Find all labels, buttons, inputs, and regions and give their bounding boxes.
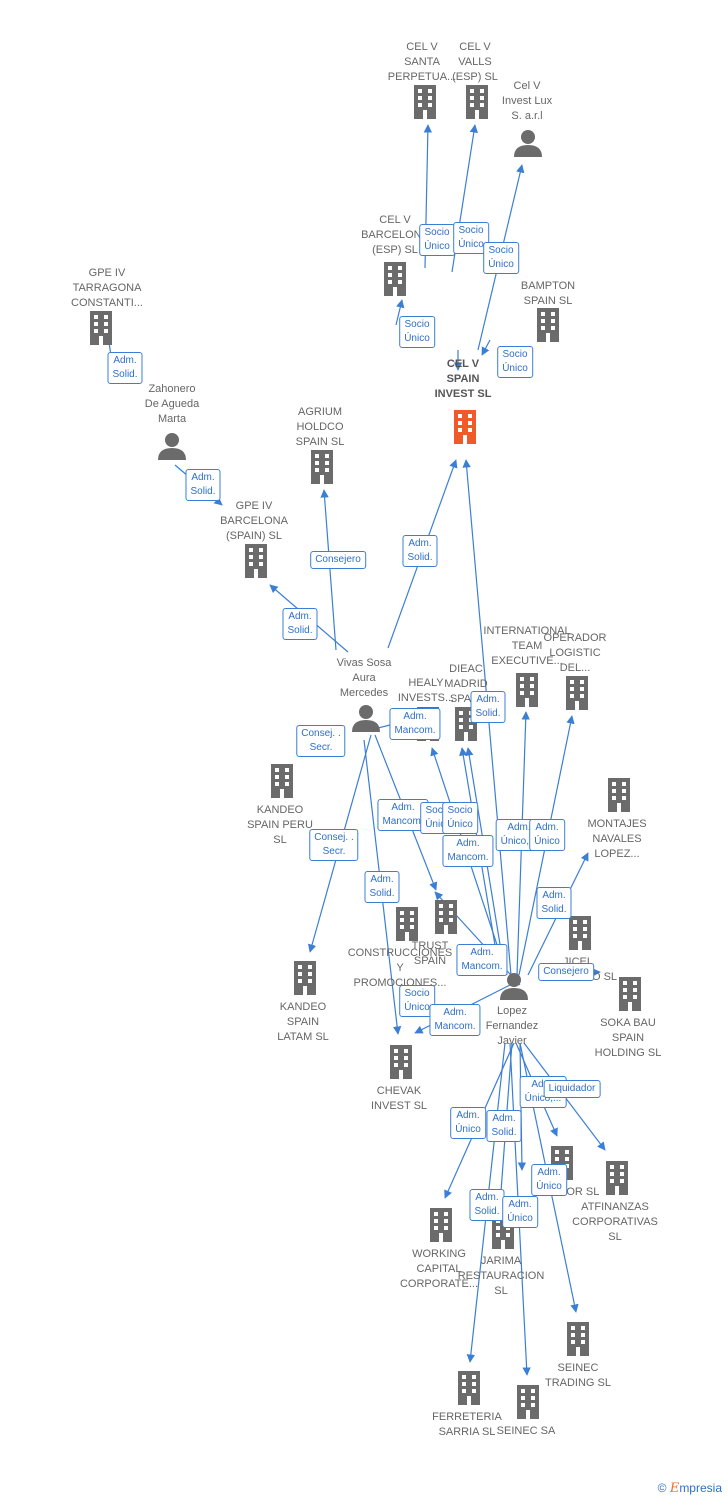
- building-icon[interactable]: [466, 85, 488, 119]
- edge-label-e31: Adm. Único: [531, 1164, 567, 1196]
- building-icon[interactable]: [430, 1208, 452, 1242]
- node-label-montajes[interactable]: MONTAJES NAVALES LOPEZ...: [587, 818, 647, 860]
- node-label-trust[interactable]: TRUST SPAIN: [411, 940, 449, 967]
- brand-name: mpresia: [679, 1481, 722, 1495]
- node-label-gpe-tarragona[interactable]: GPE IV TARRAGONA CONSTANTI...: [71, 267, 143, 309]
- edge-line-7: [320, 489, 337, 651]
- node-label-cel-v-bcn[interactable]: CEL V BARCELONA (ESP) SL: [361, 214, 429, 256]
- node-label-bampton[interactable]: BAMPTON SPAIN SL: [520, 280, 576, 307]
- edge-label-e2: Socio Único: [453, 222, 489, 254]
- node-label-jarima[interactable]: JARIMA RESTAURACION SL: [457, 1255, 545, 1297]
- edge-label-e21: Adm. Solid.: [364, 871, 400, 903]
- node-label-cel-v-lux[interactable]: Cel V Invest Lux S. a.r.l: [501, 80, 553, 122]
- edge-label-e8: Consejero: [310, 551, 366, 569]
- brand-initial: E: [669, 1481, 680, 1496]
- edge-label-e22: Adm. Solid.: [536, 887, 572, 919]
- node-label-seinec-sa[interactable]: SEINEC SA: [496, 1425, 556, 1437]
- edge-label-e19: Adm. Único: [529, 819, 565, 851]
- building-icon[interactable]: [608, 778, 630, 812]
- building-icon[interactable]: [311, 450, 333, 484]
- edge-label-e28: Liquidador: [543, 1080, 601, 1098]
- node-label-zahonero[interactable]: Zahonero De Agueda Marta: [144, 383, 200, 425]
- edge-line-6: [481, 339, 491, 356]
- edge-label-e32: Adm. Solid.: [469, 1189, 505, 1221]
- edge-label-e25: Socio Único: [399, 985, 435, 1017]
- edge-label-e6: Adm. Solid.: [107, 352, 143, 384]
- edge-label-e9: Adm. Solid.: [402, 535, 438, 567]
- building-icon[interactable]: [435, 900, 457, 934]
- person-icon[interactable]: [514, 130, 542, 157]
- node-label-cel-v-spain[interactable]: CEL V SPAIN INVEST SL: [434, 358, 492, 400]
- building-icon[interactable]: [566, 676, 588, 710]
- node-label-healy[interactable]: HEALY INVESTS...: [397, 677, 455, 704]
- copyright-symbol: ©: [657, 1481, 667, 1495]
- node-label-kandeo-latam[interactable]: KANDEO SPAIN LATAM SL: [277, 1001, 329, 1043]
- edge-label-e10: Adm. Solid.: [282, 608, 318, 640]
- node-label-lopez[interactable]: Lopez Fernandez Javier: [485, 1005, 539, 1047]
- node-label-operador[interactable]: OPERADOR LOGISTIC DEL...: [543, 632, 607, 674]
- edge-line-4: [395, 299, 405, 326]
- building-icon[interactable]: [569, 916, 591, 950]
- node-label-kandeo-peru[interactable]: KANDEO SPAIN PERU SL: [247, 804, 313, 846]
- edge-label-e11: Adm. Mancom.: [389, 708, 441, 740]
- building-icon[interactable]: [271, 764, 293, 798]
- edge-label-e30: Adm. Solid.: [486, 1110, 522, 1142]
- building-icon[interactable]: [90, 311, 112, 345]
- building-icon[interactable]: [414, 85, 436, 119]
- building-icon[interactable]: [458, 1371, 480, 1405]
- node-label-ferreteria[interactable]: FERRETERIA SARRIA SL: [432, 1411, 502, 1438]
- edge-label-e7: Adm. Solid.: [185, 469, 221, 501]
- edge-label-e24: Consejero: [538, 963, 594, 981]
- edge-label-e20: Consej. . Secr.: [309, 829, 359, 861]
- edge-label-e4: Socio Único: [399, 316, 435, 348]
- node-label-chevak[interactable]: CHEVAK INVEST SL: [370, 1085, 428, 1112]
- building-icon[interactable]: [294, 961, 316, 995]
- edge-label-e23: Adm. Mancom.: [456, 944, 508, 976]
- building-icon[interactable]: [384, 262, 406, 296]
- edge-label-e12: Adm. Solid.: [470, 691, 506, 723]
- edge-label-e3: Socio Único: [483, 242, 519, 274]
- edge-label-e17: Adm. Mancom.: [442, 835, 494, 867]
- node-label-seinec-trading[interactable]: SEINEC TRADING SL: [544, 1362, 612, 1389]
- node-label-cel-v-valls[interactable]: CEL V VALLS (ESP) SL: [452, 41, 498, 83]
- edge-label-e26: Adm. Mancom.: [429, 1004, 481, 1036]
- edge-label-e5: Socio Único: [497, 346, 533, 378]
- node-label-soka[interactable]: SOKA BAU SPAIN HOLDING SL: [594, 1017, 662, 1059]
- node-label-cel-v-santa[interactable]: CEL V SANTA PERPETUA...: [387, 41, 457, 83]
- node-label-working[interactable]: WORKING CAPITAL CORPORATE...: [399, 1248, 479, 1290]
- node-label-atfinanzas[interactable]: ATFINANZAS CORPORATIVAS SL: [572, 1201, 658, 1243]
- edge-label-e33: Adm. Único: [502, 1196, 538, 1228]
- edge-label-e13: Consej. . Secr.: [296, 725, 346, 757]
- person-icon[interactable]: [500, 973, 528, 1000]
- node-label-vivas[interactable]: Vivas Sosa Aura Mercedes: [336, 657, 392, 699]
- node-label-international[interactable]: INTERNATIONAL TEAM EXECUTIVE...: [483, 625, 571, 667]
- node-label-gpe-bcn[interactable]: GPE IV BARCELONA (SPAIN) SL: [220, 500, 288, 542]
- building-icon[interactable]: [537, 308, 559, 342]
- edge-label-e29: Adm. Único: [450, 1107, 486, 1139]
- focus-building-icon[interactable]: [454, 410, 476, 444]
- empresia-watermark: © Empresia: [658, 1481, 722, 1496]
- building-icon[interactable]: [517, 1385, 539, 1419]
- building-icon[interactable]: [390, 1045, 412, 1079]
- person-icon[interactable]: [158, 433, 186, 460]
- edge-label-e16: Socio Único: [442, 802, 478, 834]
- building-icon[interactable]: [567, 1322, 589, 1356]
- building-icon[interactable]: [396, 907, 418, 941]
- node-label-agrium[interactable]: AGRIUM HOLDCO SPAIN SL: [295, 406, 345, 448]
- building-icon[interactable]: [245, 544, 267, 578]
- person-icon[interactable]: [352, 705, 380, 732]
- building-icon[interactable]: [606, 1161, 628, 1195]
- building-icon[interactable]: [516, 673, 538, 707]
- edge-label-e1: Socio Único: [419, 224, 455, 256]
- building-icon[interactable]: [619, 977, 641, 1011]
